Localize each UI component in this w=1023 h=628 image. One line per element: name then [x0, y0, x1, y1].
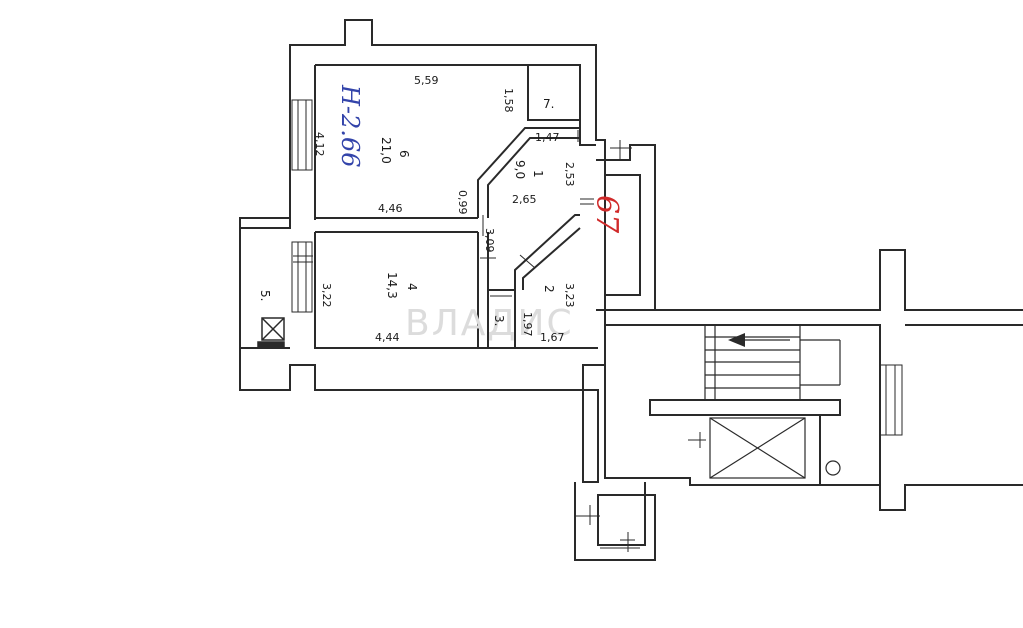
dim-hall-width: 2,65: [512, 193, 537, 206]
apartment-walls: [239, 19, 656, 483]
stair-direction-arrow-icon: [728, 333, 790, 347]
dim-room7-bottom: 1,47: [535, 131, 560, 144]
staircase: [704, 324, 841, 401]
common-area-walls: [574, 249, 1023, 561]
dim-room6-right: 1,58: [502, 88, 515, 113]
dim-room6-top: 5,59: [414, 74, 439, 87]
dim-room4-left: 3,22: [320, 283, 333, 308]
room4-number: 4: [405, 283, 419, 291]
vent-shaft-icon: [257, 317, 285, 349]
dim-hall-left: 3,09: [483, 228, 496, 253]
ceiling-height-note: Н-2.66: [336, 84, 364, 167]
room3-number: 3.: [492, 315, 506, 326]
dim-room6-bottom: 4,46: [378, 202, 403, 215]
dim-room2-bottom: 1,67: [540, 331, 565, 344]
windows: [291, 99, 903, 436]
apartment-number-note: 67: [589, 195, 624, 234]
watermark-text: ВЛАДИС: [405, 303, 574, 344]
room4-area: 14,3: [385, 272, 399, 299]
room7-number: 7.: [543, 97, 554, 111]
room2-number: 2: [542, 285, 556, 293]
dim-room6-left: 4,12: [313, 132, 326, 157]
door-marks: [293, 130, 706, 552]
room5-number: 5.: [258, 290, 272, 301]
room6-number: 6: [397, 150, 411, 158]
dim-room4-bottom: 4,44: [375, 331, 400, 344]
room1-area: 9,0: [513, 160, 527, 179]
dim-room2-right: 3,23: [563, 283, 576, 308]
room1-number: 1: [531, 170, 545, 178]
dim-hall-diagonal: 0,99: [456, 190, 469, 215]
elevator-shaft-icon: [709, 417, 806, 479]
room6-area: 21,0: [379, 137, 393, 164]
dim-hall-right: 2,53: [563, 162, 576, 187]
dim-room2-left: 1,97: [521, 312, 534, 337]
garbage-chute-icon: [825, 460, 841, 476]
